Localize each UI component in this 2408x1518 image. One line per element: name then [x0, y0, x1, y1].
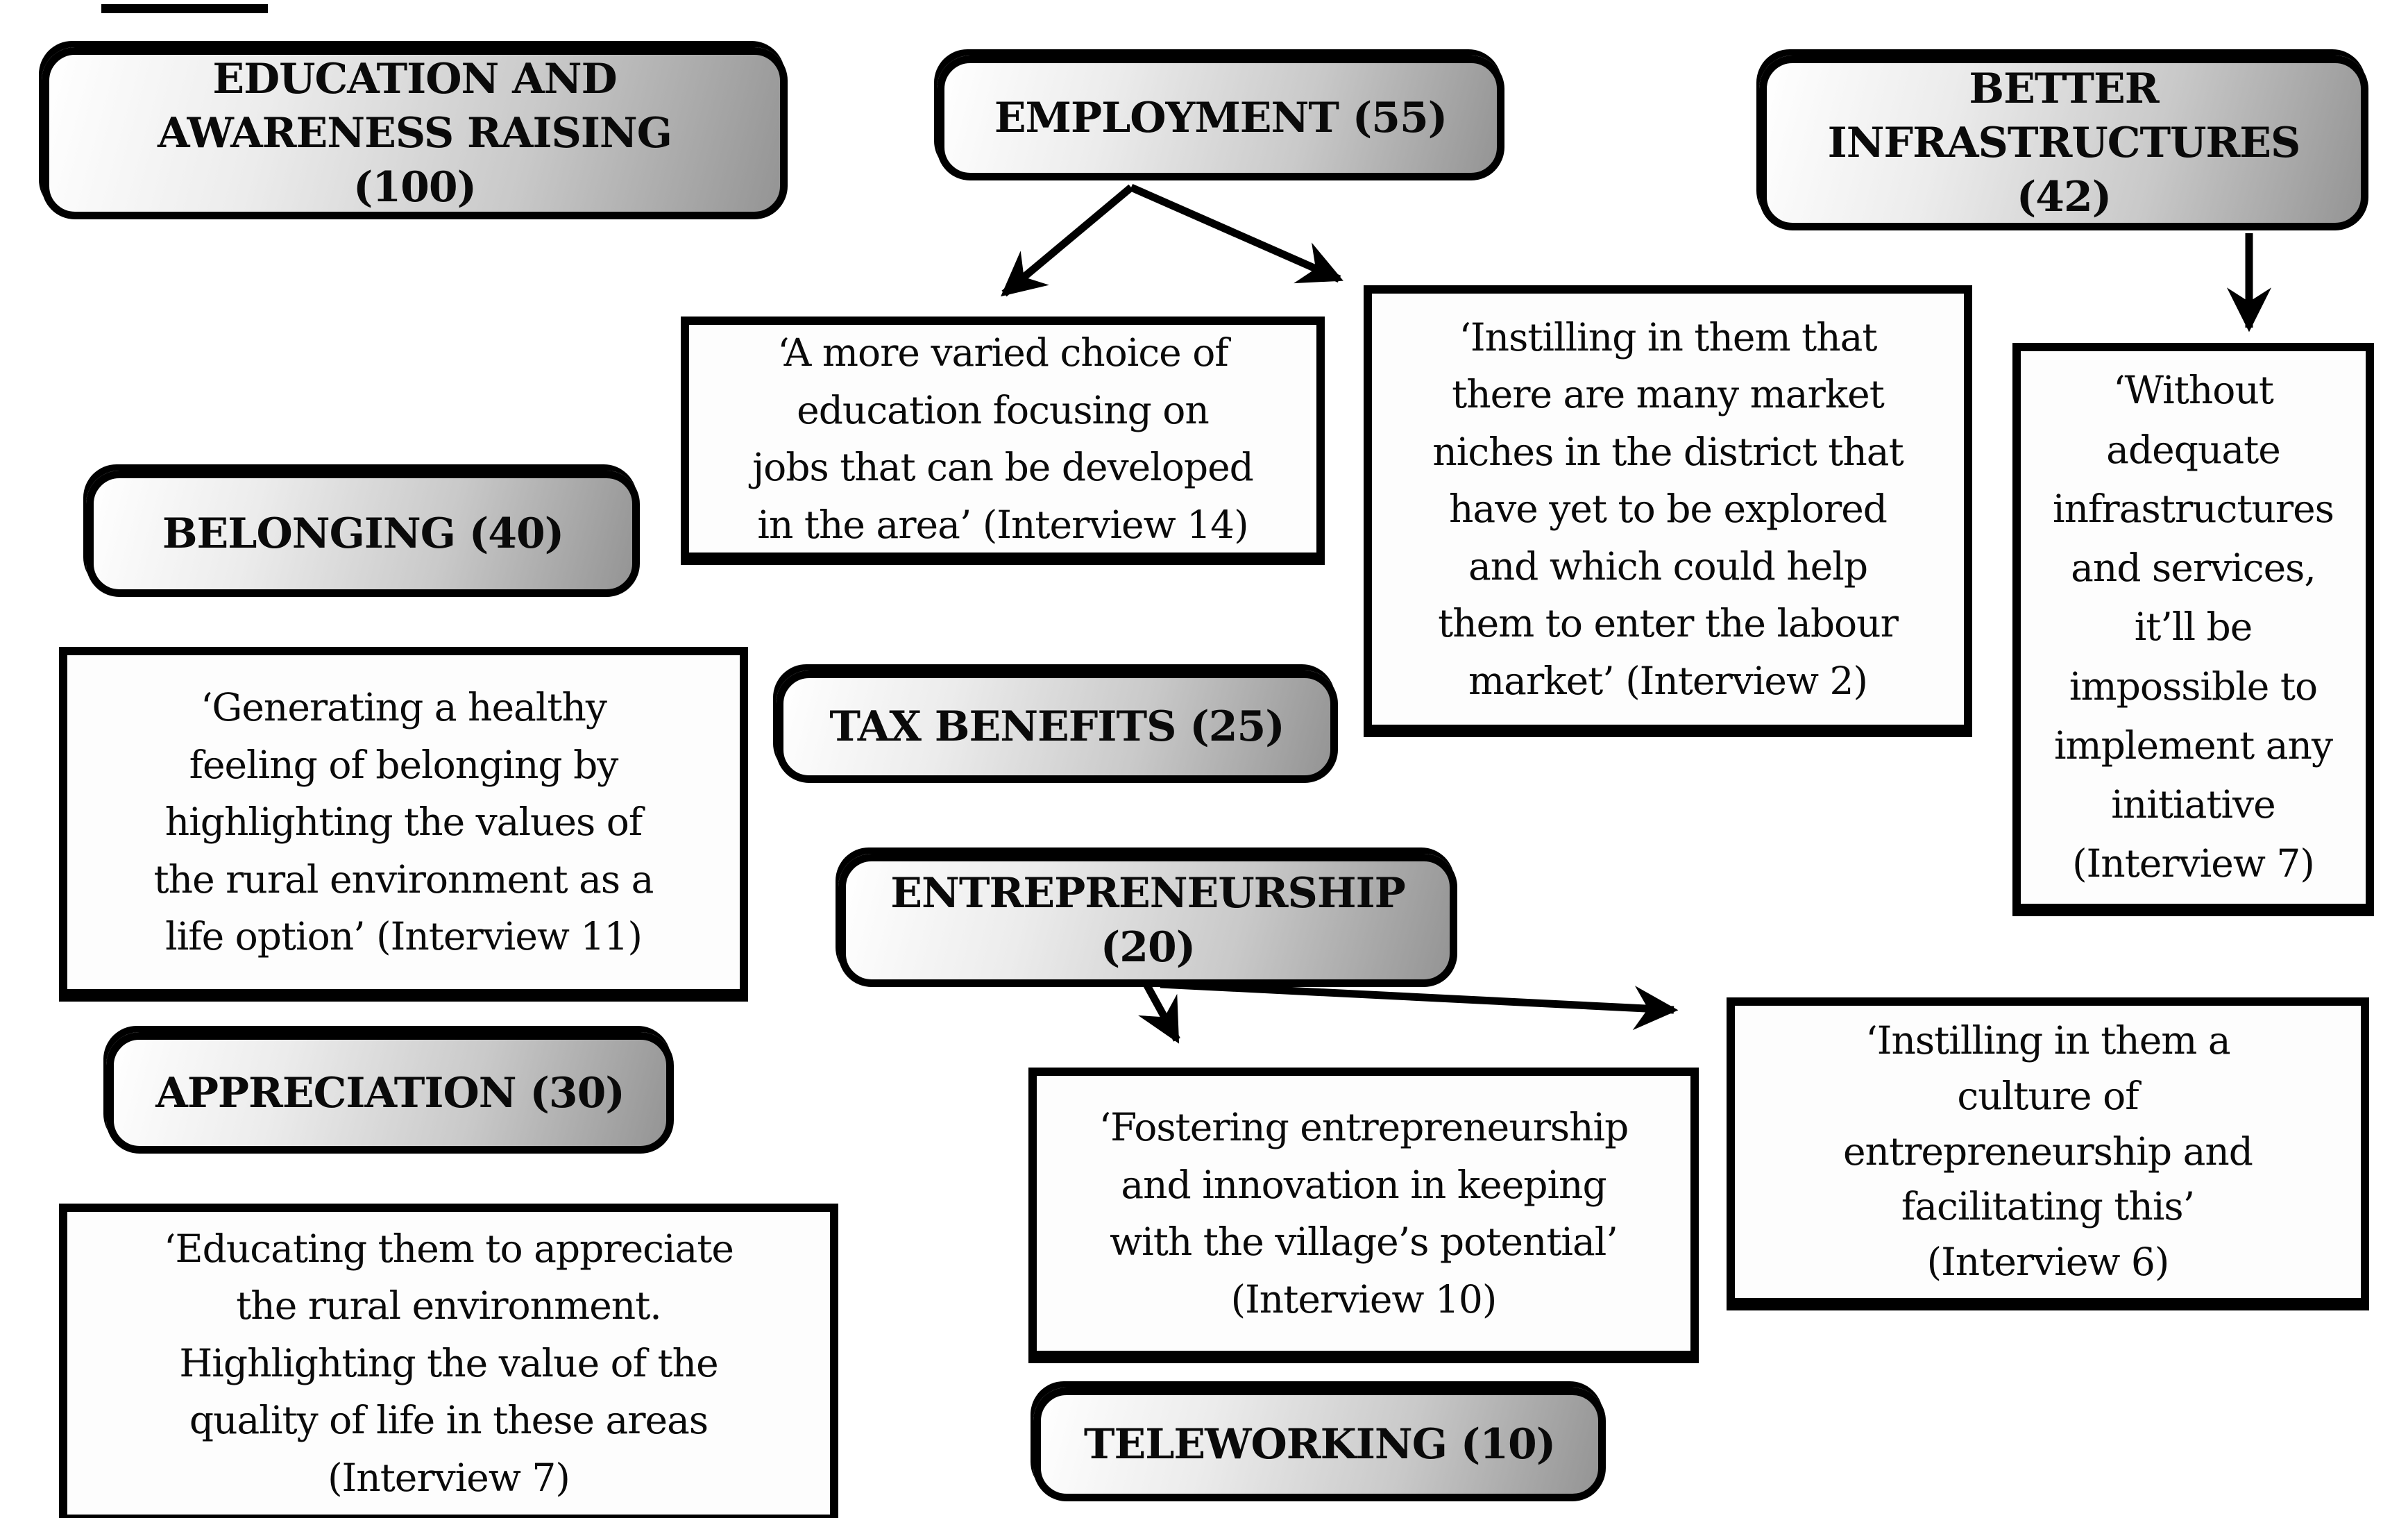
category-better-infrastructures: BETTER INFRASTRUCTURES (42) [1759, 56, 2368, 230]
arrow-entrepreneurship-to-quote-fostering [1138, 982, 1180, 1044]
quote-culture-text: ‘Instilling in them a culture of entrepr… [1843, 1018, 2253, 1285]
arrow-entrepreneurship-to-quote-culture [1160, 980, 1679, 1031]
category-infrastructures-label: BETTER INFRASTRUCTURES (42) [1827, 65, 2301, 221]
category-teleworking-label: TELEWORKING (10) [1083, 1420, 1556, 1469]
quote-without-adequate: ‘Without adequate infrastructures and se… [2012, 343, 2374, 912]
category-education-awareness-raising: EDUCATION AND AWARENESS RAISING (100) [42, 47, 788, 219]
quote-varied-education: ‘A more varied choice of education focus… [681, 317, 1325, 561]
quote-fostering-text: ‘Fostering entrepreneurship and innovati… [1099, 1105, 1629, 1322]
category-entrepreneurship-label: ENTREPRENEURSHIP (20) [890, 869, 1405, 972]
category-education-label: EDUCATION AND AWARENESS RAISING (100) [157, 55, 672, 212]
category-appreciation-label: APPRECIATION (30) [155, 1068, 625, 1118]
category-entrepreneurship: ENTREPRENEURSHIP (20) [838, 854, 1457, 987]
category-employment: EMPLOYMENT (55) [937, 56, 1504, 180]
category-teleworking: TELEWORKING (10) [1033, 1388, 1606, 1501]
quote-market-niches: ‘Instilling in them that there are many … [1364, 285, 1972, 733]
quote-culture: ‘Instilling in them a culture of entrepr… [1727, 997, 2369, 1306]
category-appreciation: APPRECIATION (30) [106, 1032, 674, 1154]
arrow-employment-to-quote-market-niches [1129, 183, 1343, 284]
arrow-employment-to-quote-varied-education [1001, 184, 1134, 297]
category-tax-benefits: TAX BENEFITS (25) [776, 671, 1338, 783]
quote-educating-appreciate-text: ‘Educating them to appreciate the rural … [164, 1226, 734, 1500]
scan-artifact-mark [101, 4, 268, 13]
quote-varied-education-text: ‘A more varied choice of education focus… [752, 330, 1254, 547]
quote-generating-belonging: ‘Generating a healthy feeling of belongi… [59, 647, 748, 997]
quote-fostering: ‘Fostering entrepreneurship and innovati… [1028, 1068, 1699, 1359]
category-employment-label: EMPLOYMENT (55) [994, 94, 1448, 142]
quote-educating-appreciate: ‘Educating them to appreciate the rural … [59, 1204, 838, 1518]
quote-without-adequate-text: ‘Without adequate infrastructures and se… [2053, 368, 2334, 886]
quote-market-niches-text: ‘Instilling in them that there are many … [1432, 314, 1903, 703]
category-belonging-label: BELONGING (40) [162, 509, 564, 558]
quote-generating-belonging-text: ‘Generating a healthy feeling of belongi… [153, 685, 654, 959]
category-belonging: BELONGING (40) [86, 471, 640, 597]
category-tax-benefits-label: TAX BENEFITS (25) [829, 702, 1284, 751]
